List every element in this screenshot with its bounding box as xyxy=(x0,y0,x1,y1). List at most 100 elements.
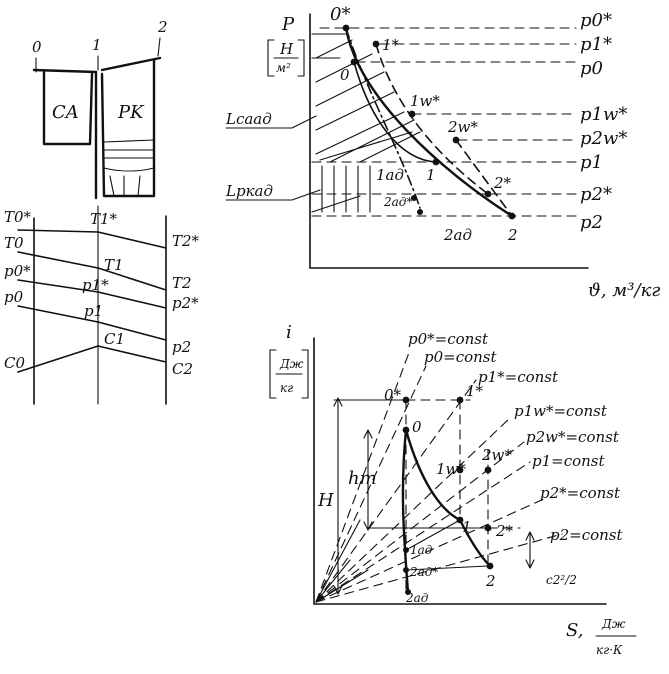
left-label-t0-stag: T0* xyxy=(4,208,32,226)
is-point-1-stag xyxy=(456,396,464,404)
is-isobar-label-p0: p0=const xyxy=(424,348,498,366)
mid-label-t1: T1 xyxy=(104,256,124,274)
is-point-1 xyxy=(456,516,464,524)
is-isobar-p1-stag xyxy=(315,379,477,603)
is-label-2w-stag: 2w* xyxy=(481,446,512,464)
is-point-1w-stag xyxy=(456,466,464,474)
mid-label-p1-stag: p1* xyxy=(82,276,109,294)
nozzle-block xyxy=(42,70,94,146)
is-point-0-stag xyxy=(402,396,410,404)
right-label-t2: T2 xyxy=(172,274,192,292)
stagnation-temperature-line xyxy=(17,229,167,249)
is-isobar-label-p1-stag: p1*=const xyxy=(478,368,559,386)
is-point-2w-stag xyxy=(484,466,492,474)
pv-point-1 xyxy=(432,158,440,166)
is-y-axis-label: i xyxy=(286,322,292,343)
is-label-1ad: 1ад xyxy=(410,543,433,557)
right-label-t2-stag: T2* xyxy=(172,232,200,250)
right-label-c2: C2 xyxy=(172,360,193,378)
pv-point-2-stag xyxy=(484,190,492,198)
pv-right-p0-stag: p0* xyxy=(580,10,612,31)
pv-right-p2-stag: p2* xyxy=(580,184,612,205)
is-kinetic-dimension xyxy=(525,531,535,569)
pv-work-rotor-leader xyxy=(225,189,321,201)
section-2-label: 2 xyxy=(157,18,168,36)
pv-work-bounds xyxy=(311,131,413,213)
pv-label-2ad: 2ад xyxy=(443,226,472,244)
pv-label-2w-stag: 2w* xyxy=(447,118,478,136)
pv-point-2ad-stag xyxy=(411,195,417,201)
pv-point-0 xyxy=(350,58,358,66)
pv-y-unit-denominator: м² xyxy=(276,61,291,75)
pv-diagram: P H м² ϑ, м³/кг xyxy=(225,4,660,301)
section-1-label: 1 xyxy=(92,36,102,54)
pv-right-p0: p0 xyxy=(580,58,603,79)
is-label-ht: hт xyxy=(348,468,377,489)
is-isobar-p1 xyxy=(315,461,531,603)
is-diagram: i Дж кг S, Дж кг·К H hт xyxy=(269,322,637,657)
left-label-p0: p0 xyxy=(4,288,24,306)
pv-right-p2: p2 xyxy=(580,212,603,233)
pv-point-2 xyxy=(508,212,516,220)
pv-right-p1-stag: p1* xyxy=(580,34,612,55)
rotor-block xyxy=(94,58,156,200)
is-isobar-label-p1: p1=const xyxy=(532,452,606,470)
is-y-unit-denominator: кг xyxy=(280,381,293,395)
is-isobar-p0-stag xyxy=(315,349,411,603)
is-height-H xyxy=(333,397,343,595)
pv-label-1-stag: 1* xyxy=(382,36,400,54)
pv-label-1ad: 1ад xyxy=(376,166,404,184)
pv-work-nozzle-label: Lсаад xyxy=(225,110,272,128)
is-y-unit-brackets xyxy=(269,349,309,399)
pv-hatch-top xyxy=(311,33,347,59)
velocity-line xyxy=(17,345,167,373)
mid-label-t1-stag: T1* xyxy=(90,210,118,228)
is-label-1w-stag: 1w* xyxy=(436,460,466,478)
is-isobar-p2-stag xyxy=(315,497,547,603)
is-label-kinetic: c2²/2 xyxy=(546,573,577,587)
is-label-2ad: 2ад xyxy=(405,591,429,605)
left-label-c0: C0 xyxy=(4,354,25,372)
is-label-H: H xyxy=(317,490,334,511)
is-label-2-stag: 2* xyxy=(495,522,514,540)
pv-point-1-stag xyxy=(372,40,380,48)
is-label-2ad-stag: 2ад* xyxy=(409,565,438,579)
is-isobar-label-p2: p2=const xyxy=(550,526,624,544)
is-label-0-stag: 0* xyxy=(384,386,402,404)
pv-right-p2w-stag: p2w* xyxy=(580,128,627,149)
is-isobar-label-p1w-stag: p1w*=const xyxy=(514,402,608,420)
static-temperature-line xyxy=(17,251,167,291)
pv-hatch-nozzle xyxy=(315,39,421,163)
casing-left xyxy=(32,68,98,74)
pv-rotor-relative xyxy=(455,139,513,217)
is-point-2-stag xyxy=(484,524,492,532)
right-label-p2: p2 xyxy=(172,338,191,356)
pv-point-1w-stag xyxy=(408,110,416,118)
is-label-1: 1 xyxy=(462,518,472,536)
pv-label-2: 2 xyxy=(507,226,518,244)
is-x-axis-label: S, xyxy=(566,620,583,641)
pv-hatch-rotor xyxy=(321,165,371,213)
pv-x-axis-label: ϑ, м³/кг xyxy=(588,280,660,301)
pv-work-rotor-label: Lркад xyxy=(225,182,273,200)
is-point-2 xyxy=(486,562,494,570)
rotor-label: PK xyxy=(117,102,145,123)
section-2-tick xyxy=(157,37,161,57)
is-height-ht xyxy=(363,429,373,531)
pv-label-0-stag: 0* xyxy=(330,4,350,25)
static-pressure-line xyxy=(17,305,167,341)
rotor-blades xyxy=(103,139,155,159)
is-label-2: 2 xyxy=(485,572,496,590)
is-ad-connectors xyxy=(405,519,489,571)
mid-label-p1: p1 xyxy=(84,302,103,320)
rotor-hub xyxy=(103,167,155,172)
pv-y-unit-numerator: H xyxy=(279,40,294,58)
is-point-1ad xyxy=(403,547,409,553)
is-isobar-p1w-stag xyxy=(315,417,511,603)
right-label-p2-stag: p2* xyxy=(172,294,199,312)
pv-work-nozzle-leader xyxy=(225,115,317,129)
pv-adiabatic-line xyxy=(345,27,421,209)
is-point-2ad-stag xyxy=(403,567,409,573)
is-adiabatic-line xyxy=(401,428,410,594)
